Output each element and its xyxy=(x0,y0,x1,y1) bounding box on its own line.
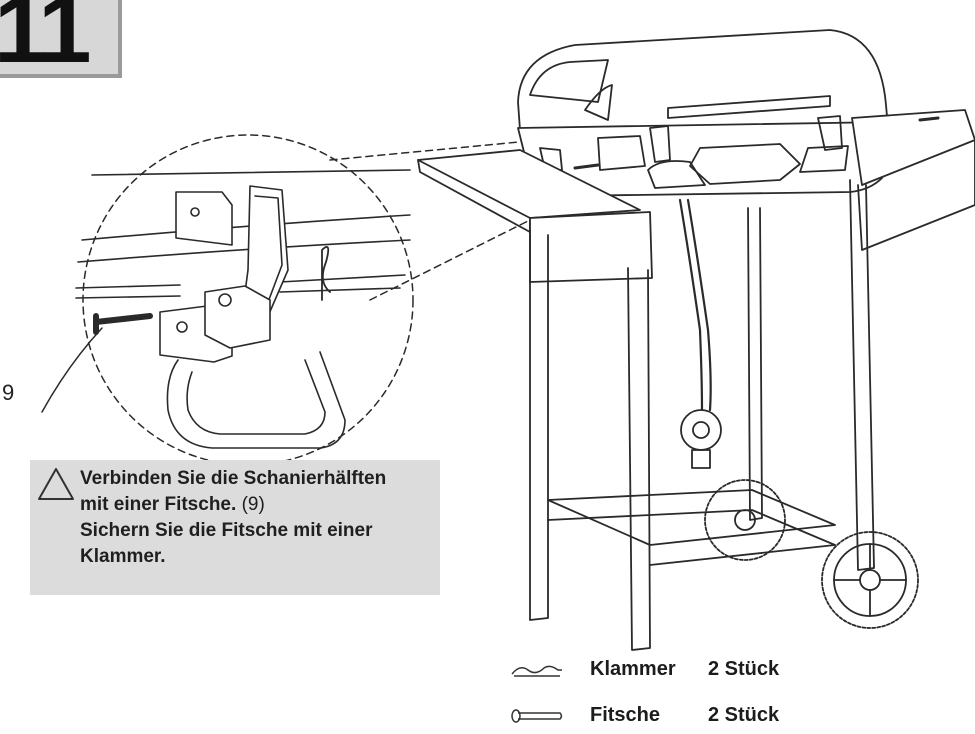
part-quantity: 2 Stück xyxy=(708,704,780,726)
grill xyxy=(417,29,975,651)
instruction-line-1: Verbinden Sie die Schanierhälften xyxy=(80,468,387,489)
detail-hinge xyxy=(75,169,411,449)
pin-icon xyxy=(511,709,563,723)
clip-icon xyxy=(511,665,562,677)
part-quantity: 2 Stück xyxy=(708,658,780,680)
instruction-line-3: Sichern Sie die Fitsche mit einer xyxy=(80,520,373,541)
instruction-box: Verbinden Sie die Schanierhälften mit ei… xyxy=(30,460,440,595)
part-name: Klammer xyxy=(590,658,676,680)
warning-triangle-icon xyxy=(38,468,74,500)
part-row-clip: Klammer 2 Stück xyxy=(510,658,830,688)
instruction-line-4: Klammer. xyxy=(80,546,166,567)
instruction-line-2: mit einer Fitsche. (9) xyxy=(80,492,386,518)
instruction-text: Verbinden Sie die Schanierhälften mit ei… xyxy=(80,466,386,570)
step-badge xyxy=(0,0,122,78)
part-reference: (9) xyxy=(241,494,265,515)
part-name: Fitsche xyxy=(590,704,661,726)
step-number: 11 xyxy=(0,0,92,83)
callout-leader xyxy=(41,327,103,413)
instruction-line-2-text: mit einer Fitsche. xyxy=(80,494,237,515)
part-row-pin: Fitsche 2 Stück xyxy=(510,704,830,734)
callout-number: 9 xyxy=(2,380,15,405)
